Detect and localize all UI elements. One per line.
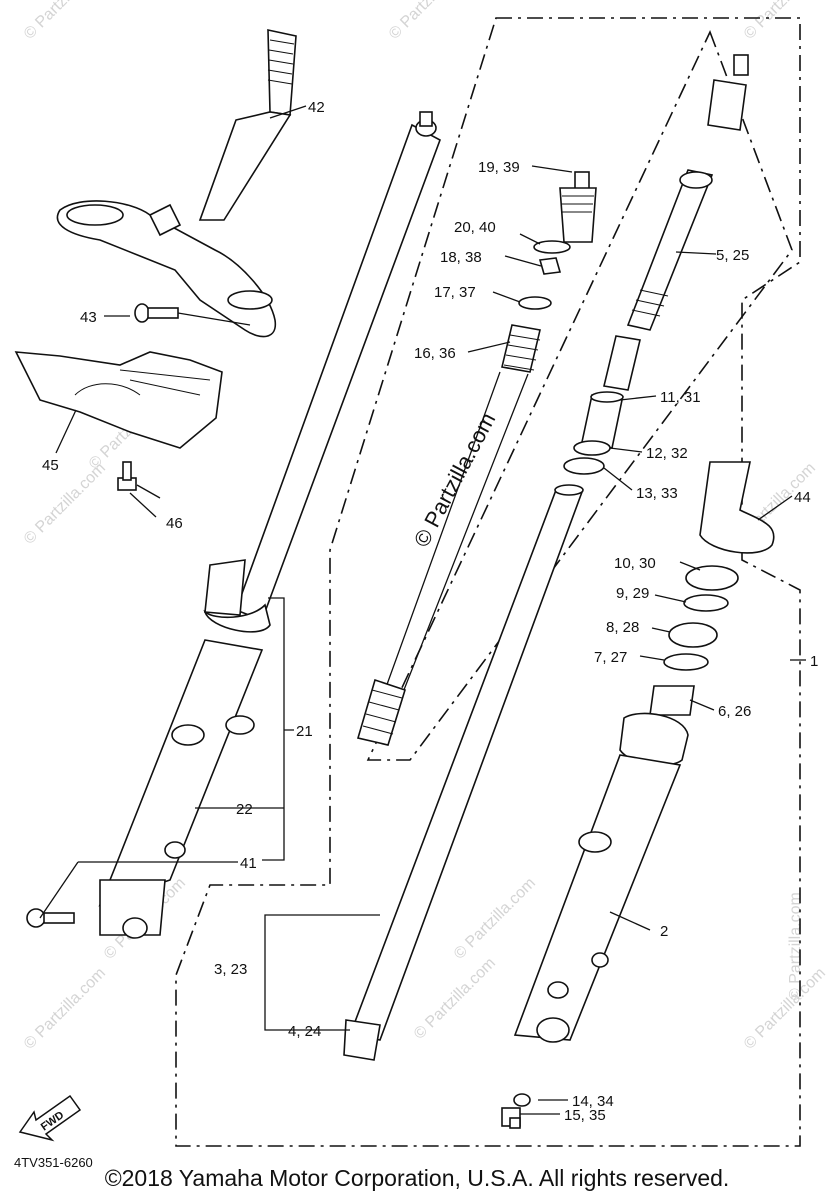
callout-20-40: 20, 40 bbox=[454, 219, 496, 236]
washer-17 bbox=[518, 296, 552, 310]
faint-watermark: © Partzilla.com bbox=[451, 875, 539, 963]
slide-metal-6 bbox=[649, 685, 695, 716]
callout-14-34: 14, 34 bbox=[572, 1093, 614, 1110]
faint-watermark: © Partzilla.com bbox=[21, 460, 109, 548]
spring-upper-16 bbox=[384, 324, 541, 701]
callout-22: 22 bbox=[236, 801, 253, 818]
callout-4-24: 4, 24 bbox=[288, 1023, 321, 1040]
leader-lines bbox=[55, 105, 806, 1115]
fork-guard-44 bbox=[699, 461, 775, 554]
washer-12 bbox=[573, 440, 611, 456]
diagram-code: 4TV351-6260 bbox=[14, 1155, 93, 1170]
assembly-outlines bbox=[175, 17, 801, 1147]
callout-43: 43 bbox=[80, 309, 97, 326]
damper-rod-5 bbox=[626, 54, 749, 331]
cover-45 bbox=[14, 351, 223, 449]
callout-46: 46 bbox=[166, 515, 183, 532]
piston-rod-end bbox=[603, 335, 641, 391]
bushing-11 bbox=[581, 391, 624, 449]
callout-42: 42 bbox=[308, 99, 325, 116]
faint-watermark: © Partzilla.com bbox=[386, 0, 474, 43]
faint-watermark: © Partzilla.com bbox=[411, 955, 499, 1043]
circlip-9 bbox=[683, 594, 729, 612]
callout-17-37: 17, 37 bbox=[434, 284, 476, 301]
dust-seal-10 bbox=[685, 565, 739, 591]
o-ring-20 bbox=[533, 240, 571, 254]
washer-7 bbox=[663, 653, 709, 671]
faint-watermark: © Partzilla.com bbox=[787, 892, 804, 1000]
callout-3-23: 3, 23 bbox=[214, 961, 247, 978]
faint-watermark: © Partzilla.com bbox=[741, 965, 829, 1053]
callout-15-35: 15, 35 bbox=[564, 1107, 606, 1124]
callout-44: 44 bbox=[794, 489, 811, 506]
left-fork-outer-tube bbox=[98, 111, 441, 939]
callout-7-27: 7, 27 bbox=[594, 649, 627, 666]
spring-lower-16 bbox=[356, 678, 406, 746]
bushing-13 bbox=[563, 457, 605, 475]
washer-14 bbox=[513, 1093, 531, 1107]
damper-adjuster-19 bbox=[559, 171, 597, 243]
inner-rod-outline bbox=[366, 29, 793, 761]
bolt-41 bbox=[26, 861, 79, 928]
callout-41: 41 bbox=[240, 855, 257, 872]
faint-watermark: © Partzilla.com bbox=[21, 965, 109, 1053]
callout-13-33: 13, 33 bbox=[636, 485, 678, 502]
callout-9-29: 9, 29 bbox=[616, 585, 649, 602]
callout-2: 2 bbox=[660, 923, 668, 940]
callout-1: 1 bbox=[810, 653, 818, 670]
callout-45: 45 bbox=[42, 457, 59, 474]
callout-19-39: 19, 39 bbox=[478, 159, 520, 176]
callout-16-36: 16, 36 bbox=[414, 345, 456, 362]
faint-watermark: © Partzilla.com bbox=[21, 0, 109, 43]
callout-8-28: 8, 28 bbox=[606, 619, 639, 636]
right-fork-outer-tube bbox=[513, 712, 689, 1043]
callout-5-25: 5, 25 bbox=[716, 247, 749, 264]
outer-fork-outline bbox=[175, 17, 801, 1147]
nut-18 bbox=[538, 257, 562, 275]
callout-6-26: 6, 26 bbox=[718, 703, 751, 720]
bolt-43 bbox=[134, 303, 251, 326]
steering-stem bbox=[56, 29, 297, 338]
fwd-arrow-icon: FWD bbox=[18, 1094, 82, 1142]
faint-watermark: © Partzilla.com bbox=[741, 0, 829, 43]
callout-18-38: 18, 38 bbox=[440, 249, 482, 266]
callout-11-31: 11, 31 bbox=[660, 389, 701, 406]
callout-21: 21 bbox=[296, 723, 313, 740]
bolt-46 bbox=[117, 461, 161, 499]
callout-labels: 42 43 45 46 21 22 41 19, 39 20, 40 18, 3… bbox=[42, 99, 818, 1124]
inner-tube-3 bbox=[343, 484, 584, 1061]
bolt-15 bbox=[501, 1107, 521, 1129]
callout-12-32: 12, 32 bbox=[646, 445, 688, 462]
callout-10-30: 10, 30 bbox=[614, 555, 656, 572]
copyright-notice: ©2018 Yamaha Motor Corporation, U.S.A. A… bbox=[104, 1165, 730, 1191]
oil-seal-8 bbox=[668, 622, 718, 648]
